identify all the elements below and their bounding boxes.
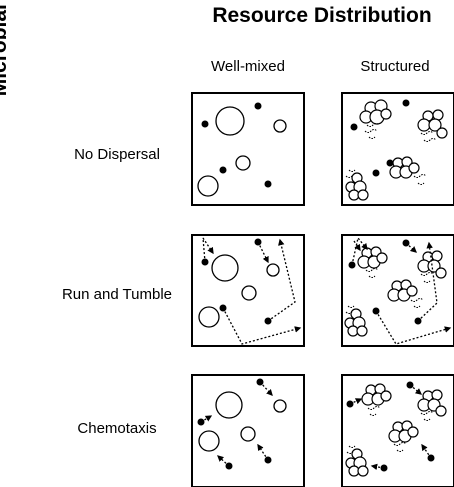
resource-cluster: [387, 279, 418, 302]
panel-well-mixed-chemotaxis: [191, 374, 305, 487]
microbe-dot: [219, 304, 227, 312]
secretion-squiggles: [346, 406, 434, 454]
resource-cluster: [417, 250, 447, 279]
microbe-dot: [201, 258, 209, 266]
secretion-squiggles: [345, 123, 437, 185]
row-header-chemotaxis: Chemotaxis: [77, 420, 157, 437]
microbe-dot: [406, 381, 414, 389]
microbe-dot: [380, 464, 388, 472]
column-header-structured: Structured: [360, 58, 430, 75]
microbe-dot: [346, 400, 354, 408]
panel-structured-chemotaxis: [341, 374, 454, 487]
resource-circle: [211, 254, 239, 282]
microbe-dot: [264, 180, 272, 188]
panel-well-mixed-run-and-tumble: [191, 234, 305, 347]
movement-paths: [202, 237, 302, 345]
microbe-dot: [402, 99, 410, 107]
figure-title: Resource Distribution: [212, 4, 432, 27]
row-header-no-dispersal: No Dispersal: [74, 146, 160, 163]
resource-cluster: [389, 156, 420, 179]
microbe-dot: [348, 261, 356, 269]
microbe-dot: [197, 418, 205, 426]
microbe-dot: [264, 456, 272, 464]
column-header-well-mixed: Well-mixed: [211, 58, 285, 75]
microbe-dot: [254, 238, 262, 246]
microbe-dot: [264, 317, 272, 325]
movement-paths: [349, 384, 432, 471]
microbe-dot: [219, 166, 227, 174]
resource-cluster: [344, 308, 368, 337]
microbe-dot: [372, 307, 380, 315]
resource-circle: [273, 119, 287, 133]
microbe-dot: [402, 239, 410, 247]
resource-circle: [215, 106, 245, 136]
resource-circle: [241, 285, 257, 301]
resource-cluster: [388, 420, 419, 443]
resource-circle: [235, 155, 251, 171]
microbe-dot: [386, 159, 394, 167]
microbe-dot: [254, 102, 262, 110]
panel-frame: [191, 92, 305, 206]
resource-circle: [198, 430, 220, 452]
microbe-dot: [225, 462, 233, 470]
resource-circle: [197, 175, 219, 197]
microbe-dot: [350, 123, 358, 131]
resource-cluster: [345, 172, 369, 201]
resource-cluster: [345, 448, 369, 477]
resource-cluster: [357, 246, 388, 269]
microbe-dot: [256, 378, 264, 386]
panel-structured-no-dispersal: [341, 92, 454, 206]
row-header-run-and-tumble: Run and Tumble: [61, 286, 173, 303]
panel-well-mixed-no-dispersal: [191, 92, 305, 206]
microbe-dot: [201, 120, 209, 128]
resource-circle: [266, 263, 280, 277]
secretion-squiggles: [345, 268, 434, 314]
resource-cluster: [361, 383, 392, 406]
resource-circle: [240, 426, 256, 442]
resource-circle: [273, 399, 287, 413]
microbe-dot: [414, 317, 422, 325]
resource-cluster: [417, 109, 448, 139]
microbe-dot: [427, 454, 435, 462]
resource-circle: [215, 391, 243, 419]
microbe-dot: [372, 169, 380, 177]
movement-paths: [351, 236, 452, 345]
resource-circle: [198, 306, 220, 328]
panel-structured-run-and-tumble: [341, 234, 454, 347]
resource-cluster: [417, 389, 447, 417]
